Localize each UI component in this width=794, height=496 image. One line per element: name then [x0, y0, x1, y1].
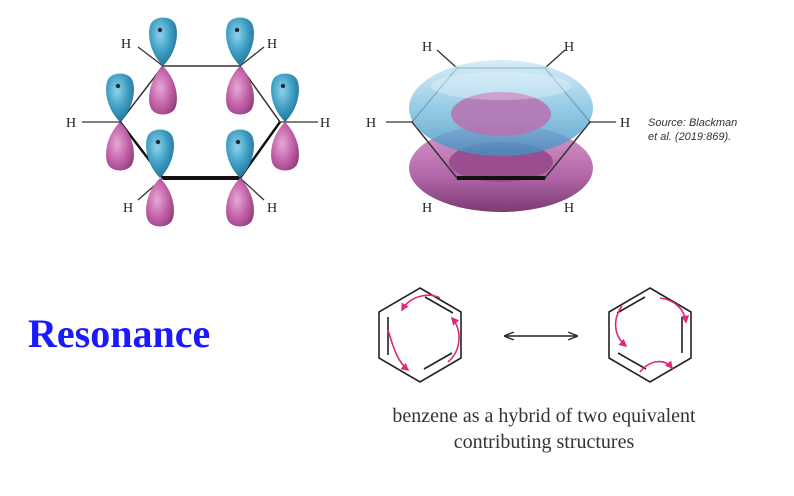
h-label: H	[366, 116, 376, 131]
p-orbital-left	[106, 73, 134, 171]
pi-cloud-upper-lobe	[409, 60, 593, 156]
page-title: Resonance	[28, 311, 211, 356]
h-label: H	[422, 40, 432, 55]
source-citation: Source: Blackman et al. (2019:869).	[648, 116, 737, 144]
source-line-2: et al. (2019:869).	[648, 131, 732, 143]
caption-line-1: benzene as a hybrid of two equivalent	[392, 405, 696, 427]
h-label: H	[564, 201, 574, 216]
pi-electron-cloud-diagram: H H H H H H	[366, 40, 630, 216]
figure-caption: benzene as a hybrid of two equivalent co…	[344, 403, 744, 455]
p-orbital-diagram: H H H H H H	[66, 17, 330, 227]
benzene-sigma-ring	[119, 65, 281, 179]
source-line-1: Source: Blackman	[648, 117, 738, 129]
h-label: H	[267, 37, 277, 52]
h-label: H	[320, 116, 330, 131]
h-label: H	[267, 201, 277, 216]
h-label: H	[620, 116, 630, 131]
resonance-structure-2	[608, 287, 692, 383]
p-orbital-bottom-left	[146, 129, 174, 227]
h-label: H	[121, 37, 131, 52]
h-label: H	[564, 40, 574, 55]
p-orbital-top-left	[149, 17, 177, 115]
p-orbital-top-right	[226, 17, 254, 115]
ch-bonds	[82, 46, 318, 201]
h-label: H	[123, 201, 133, 216]
p-orbital-bottom-right	[226, 129, 254, 227]
h-label: H	[422, 201, 432, 216]
resonance-structure-1	[378, 287, 462, 383]
caption-line-2: contributing structures	[453, 431, 635, 453]
p-orbital-right	[271, 73, 299, 171]
h-label: H	[66, 116, 76, 131]
